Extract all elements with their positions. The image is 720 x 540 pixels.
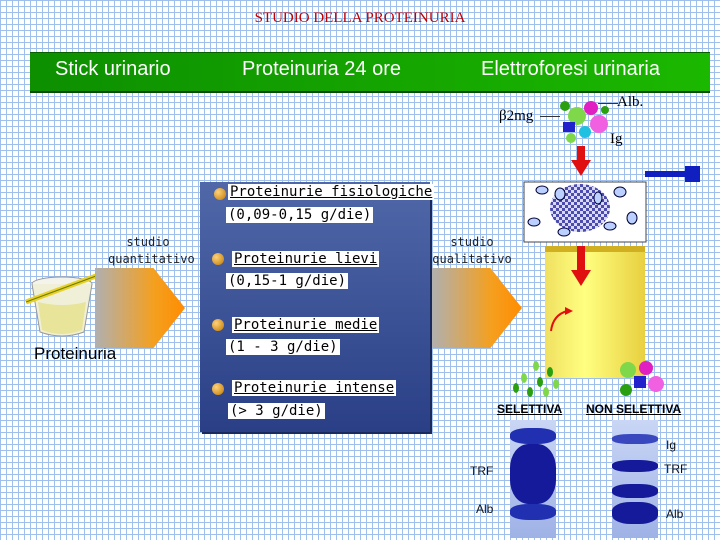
- bullet-icon: [214, 188, 226, 200]
- bullet-icon: [212, 253, 224, 265]
- red-curved-arrow-icon: [545, 305, 575, 335]
- gel-label-trf: TRF: [470, 464, 494, 478]
- category-range: (0,09-0,15 g/die): [226, 207, 374, 223]
- header-bar: [30, 52, 710, 93]
- gel-label-trf: TRF: [664, 462, 688, 476]
- label-ig: Ig: [610, 131, 623, 147]
- label-selettiva: SELETTIVA: [497, 402, 563, 416]
- gel-band: [510, 444, 556, 504]
- gel-band: [612, 484, 658, 498]
- gel-non-selective: [612, 420, 658, 538]
- header-elettroforesi: Elettroforesi urinaria: [481, 58, 660, 80]
- bullet-icon: [212, 383, 224, 395]
- pointer-line: [598, 103, 618, 104]
- gel-label-ig: Ig: [666, 438, 677, 452]
- blue-arrow-icon: [645, 166, 700, 182]
- selective-molecules-illustration: [510, 358, 560, 398]
- category-title: Proteinurie medie: [232, 317, 380, 333]
- label-non-selettiva: NON SELETTIVA: [586, 402, 682, 416]
- gel-band: [612, 434, 658, 444]
- glomerular-membrane-illustration: [520, 178, 650, 246]
- page-title: STUDIO DELLA PROTEINURIA: [254, 10, 466, 26]
- header-proteinuria-24-ore: Proteinuria 24 ore: [242, 58, 401, 80]
- gel-band: [510, 428, 556, 444]
- label-b2mg: β2mg: [499, 108, 534, 124]
- category-range: (> 3 g/die): [228, 403, 325, 419]
- pointer-line: [540, 116, 560, 117]
- category-title: Proteinurie fisiologiche: [228, 184, 435, 200]
- red-arrow-down-icon: [571, 146, 591, 176]
- category-title: Proteinurie lievi: [232, 251, 380, 267]
- gel-label-alb: Alb: [666, 507, 684, 521]
- label-proteinuria: Proteinuria: [34, 344, 117, 363]
- gel-band: [612, 502, 658, 524]
- protein-molecules-illustration: [555, 98, 615, 146]
- urine-cup-illustration: [22, 272, 102, 342]
- label-alb: Alb.: [617, 94, 644, 110]
- category-range: (1 - 3 g/die): [226, 339, 340, 355]
- gel-label-alb: Alb: [476, 502, 494, 516]
- gel-selective: [510, 420, 556, 538]
- red-arrow-down-icon: [571, 246, 591, 286]
- gel-band: [510, 504, 556, 520]
- yellow-tube: [545, 246, 645, 378]
- arrow-right-left: [95, 268, 185, 348]
- bullet-icon: [212, 319, 224, 331]
- non-selective-molecules-illustration: [616, 358, 666, 398]
- category-title: Proteinurie intense: [232, 380, 397, 396]
- gel-band: [612, 460, 658, 472]
- label-studio-quantitativo: studio quantitativo: [108, 235, 195, 266]
- header-stick-urinario: Stick urinario: [55, 58, 171, 80]
- category-range: (0,15-1 g/die): [226, 273, 349, 289]
- label-studio-qualitativo: studio qualitativo: [432, 235, 512, 266]
- arrow-right-right: [432, 268, 522, 348]
